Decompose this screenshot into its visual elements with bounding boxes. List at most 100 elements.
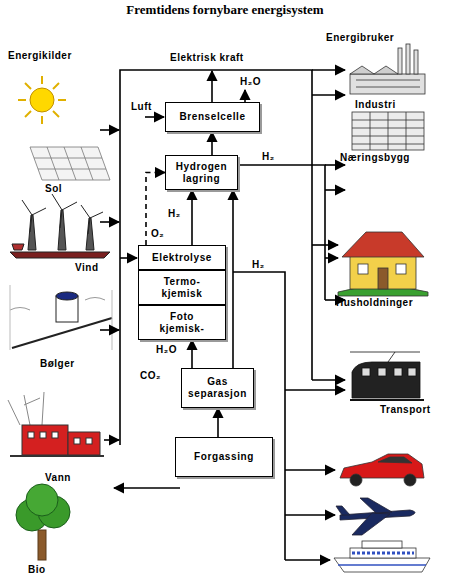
hydrogen-wire <box>285 469 335 471</box>
house-icon <box>396 264 406 274</box>
wind-icon <box>28 215 36 250</box>
building-icon <box>406 112 407 150</box>
wind-icon <box>81 205 90 218</box>
text-label: Luft <box>131 101 152 113</box>
wave-icon <box>10 308 30 311</box>
text-label: Energikilder <box>8 50 72 62</box>
house-icon <box>378 268 388 289</box>
box-label: Termo- kjemisk <box>153 276 211 300</box>
tree-icon <box>26 484 58 516</box>
text-label: Husholdninger <box>336 297 413 309</box>
industry-icon <box>350 44 425 94</box>
power-wire <box>114 487 180 489</box>
industry-icon <box>350 66 398 74</box>
box-label: Brenselcelle <box>179 111 245 123</box>
power-wire <box>211 71 213 102</box>
solar-panel-icon <box>30 147 110 180</box>
tree-icon <box>16 484 70 560</box>
process-box: Forgassing <box>175 437 273 477</box>
house-icon <box>358 264 368 274</box>
text-label: Industri <box>355 99 396 111</box>
box-text-group: Forgassing <box>194 451 254 463</box>
hydrogen-wire <box>233 272 285 560</box>
sun-icon <box>53 111 59 117</box>
flow-arrow <box>217 408 219 437</box>
box-text-group: Gas separasjon <box>186 376 249 400</box>
box-text-group: Hydrogen lagring <box>170 161 233 185</box>
wave-icon <box>56 292 78 300</box>
wind-icon <box>10 194 110 258</box>
sun-icon <box>18 99 26 101</box>
wind-icon <box>52 194 62 210</box>
car-icon <box>404 474 416 486</box>
industry-icon <box>414 50 418 74</box>
industry-icon <box>406 44 410 74</box>
house-icon <box>338 232 428 296</box>
hydro-plant-icon <box>74 438 80 444</box>
ship-icon <box>350 548 416 558</box>
train-icon <box>362 368 370 376</box>
diagram-title: Fremtidens fornybare energisystem <box>120 2 330 18</box>
solar-panel-icon <box>34 158 102 159</box>
flow-arrow <box>211 132 213 155</box>
train-icon <box>350 352 420 353</box>
wind-icon <box>60 210 62 228</box>
wave-icon <box>10 285 112 350</box>
flow-arrow <box>191 190 193 245</box>
wind-icon <box>88 218 90 234</box>
text-label: H₂ <box>252 259 265 271</box>
power-wire <box>312 94 345 96</box>
car-icon <box>340 454 424 486</box>
flow-arrow <box>232 190 234 368</box>
train-icon <box>352 362 420 398</box>
power-wire <box>104 439 119 441</box>
hydro-plant-icon <box>8 392 104 456</box>
sun-icon <box>18 76 66 124</box>
text-label: Bio <box>28 564 46 576</box>
edge-label: O₂ <box>151 228 164 240</box>
hydrogen-wire <box>325 189 345 191</box>
box-text-group: Termo- kjemisk <box>153 276 211 300</box>
sun-icon <box>30 88 54 112</box>
text-label: Bølger <box>40 358 75 370</box>
building-icon <box>370 112 371 150</box>
hydro-plant-icon <box>22 425 68 455</box>
ship-icon <box>334 541 430 572</box>
hydrogen-wire <box>238 165 325 300</box>
wind-icon <box>30 215 32 232</box>
power-wire <box>100 329 119 331</box>
power-wire <box>100 70 345 488</box>
hydro-plant-icon <box>52 432 58 438</box>
text-label: Næringsbygg <box>340 152 410 164</box>
hydro-plant-icon <box>28 432 34 438</box>
power-wire <box>312 69 345 71</box>
hydrogen-wire <box>325 257 338 259</box>
process-box: Termo- kjemisk <box>138 270 226 305</box>
process-box: Brenselcelle <box>165 102 260 132</box>
wave-icon <box>85 298 105 301</box>
process-box: Gas separasjon <box>181 368 254 408</box>
box-label: Gas separasjon <box>186 376 249 400</box>
box-text-group: Brenselcelle <box>179 111 245 123</box>
hydrogen-wire <box>285 389 345 391</box>
sun-icon <box>41 116 43 124</box>
hydro-plant-icon <box>24 395 30 425</box>
box-text-group: Elektrolyse <box>152 252 212 264</box>
car-icon <box>378 457 412 463</box>
text-label: Vann <box>45 472 71 484</box>
solar-panel-icon <box>30 147 110 180</box>
hydrogen-wire <box>285 514 335 516</box>
process-box: Elektrolyse <box>138 245 226 270</box>
box-label: Hydrogen lagring <box>170 161 233 185</box>
process-box: Foto kjemisk- <box>138 305 226 340</box>
wind-icon <box>86 218 94 250</box>
power-wire <box>145 116 164 118</box>
building-icon <box>352 112 424 150</box>
ship-icon <box>334 558 430 572</box>
power-wire <box>312 379 345 381</box>
solar-panel-icon <box>38 169 106 170</box>
text-label: Transport <box>380 404 431 416</box>
sun-icon <box>58 99 66 101</box>
solar-panel-icon <box>64 147 76 180</box>
hydro-plant-icon <box>68 432 100 455</box>
